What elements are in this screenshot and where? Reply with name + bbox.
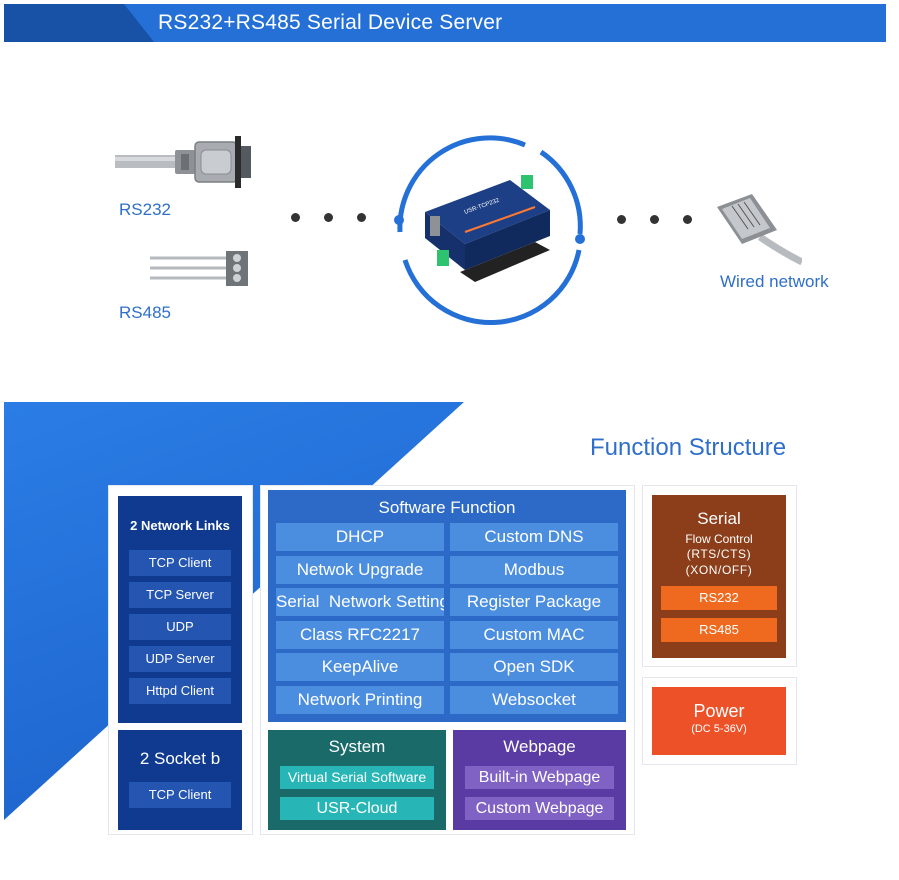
software-function-title: Software Function bbox=[378, 498, 516, 517]
connection-dot bbox=[291, 213, 300, 222]
network-link-item: TCP Server bbox=[129, 582, 231, 608]
power-voltage: (DC 5-36V) bbox=[691, 723, 747, 735]
network-link-item: Httpd Client bbox=[129, 678, 231, 704]
software-function-cell: Serial Network Setting bbox=[276, 588, 444, 616]
rs485-terminal-icon bbox=[150, 251, 248, 286]
page-title: RS232+RS485 Serial Device Server bbox=[158, 11, 503, 34]
webpage-item: Built-in Webpage bbox=[465, 766, 614, 789]
wired-network-label: Wired network bbox=[720, 272, 829, 291]
device-server-icon: USR-TCP232 bbox=[394, 135, 585, 326]
software-function-cell: Websocket bbox=[450, 685, 618, 714]
power-title: Power bbox=[693, 701, 745, 721]
connection-dot bbox=[683, 215, 692, 224]
webpage-title: Webpage bbox=[503, 737, 576, 756]
power-panel: Power (DC 5-36V) bbox=[652, 687, 786, 755]
connection-dot bbox=[324, 213, 333, 222]
rs485-label: RS485 bbox=[119, 303, 171, 322]
software-function-cell: DHCP bbox=[276, 523, 444, 551]
serial-item: RS232 bbox=[661, 586, 777, 610]
serial-title: Serial bbox=[697, 509, 741, 528]
ethernet-plug-icon bbox=[717, 194, 802, 266]
rs232-label: RS232 bbox=[119, 200, 171, 219]
connection-dot bbox=[650, 215, 659, 224]
software-function-cell: Register Package bbox=[450, 588, 618, 616]
webpage-item: Custom Webpage bbox=[465, 797, 614, 820]
software-function-panel: Software Function DHCP Custom DNS Netwok… bbox=[268, 490, 626, 722]
system-item: USR-Cloud bbox=[280, 797, 434, 820]
connection-dot bbox=[357, 213, 366, 222]
serial-panel: Serial Flow Control (RTS/CTS) (XON/OFF) … bbox=[652, 495, 786, 658]
software-function-cell: Modbus bbox=[450, 555, 618, 584]
rs232-connector-icon bbox=[115, 136, 251, 188]
software-function-cell: Open SDK bbox=[450, 653, 618, 681]
header-bar bbox=[4, 4, 886, 42]
network-link-item: TCP Client bbox=[129, 550, 231, 576]
system-panel: System Virtual Serial Software USR-Cloud bbox=[268, 730, 446, 830]
software-function-grid: DHCP Custom DNS Netwok Upgrade Modbus Se… bbox=[276, 523, 618, 714]
network-links-panel: 2 Network Links TCP Client TCP Server UD… bbox=[118, 496, 242, 723]
software-function-cell: Custom MAC bbox=[450, 620, 618, 649]
rts-cts-label: (RTS/CTS) bbox=[686, 547, 752, 561]
socket-b-panel: 2 Socket b TCP Client bbox=[118, 730, 242, 830]
network-link-item: UDP Server bbox=[129, 646, 231, 672]
system-item: Virtual Serial Software bbox=[280, 766, 434, 789]
network-link-item: UDP bbox=[129, 614, 231, 640]
software-function-cell: Network Printing bbox=[276, 685, 444, 714]
system-title: System bbox=[328, 737, 386, 756]
software-function-cell: Netwok Upgrade bbox=[276, 555, 444, 584]
socket-b-item: TCP Client bbox=[129, 782, 231, 808]
software-function-cell: Custom DNS bbox=[450, 523, 618, 551]
connection-dot bbox=[617, 215, 626, 224]
function-structure-title: Function Structure bbox=[590, 434, 787, 461]
socket-b-title: 2 Socket b bbox=[139, 749, 221, 768]
serial-item: RS485 bbox=[661, 618, 777, 642]
xon-off-label: (XON/OFF) bbox=[685, 563, 753, 577]
webpage-panel: Webpage Built-in Webpage Custom Webpage bbox=[453, 730, 626, 830]
network-links-title: 2 Network Links bbox=[130, 518, 230, 533]
software-function-cell: Class RFC2217 bbox=[276, 620, 444, 649]
software-function-cell: KeepAlive bbox=[276, 653, 444, 681]
flow-control-label: Flow Control bbox=[685, 532, 753, 546]
